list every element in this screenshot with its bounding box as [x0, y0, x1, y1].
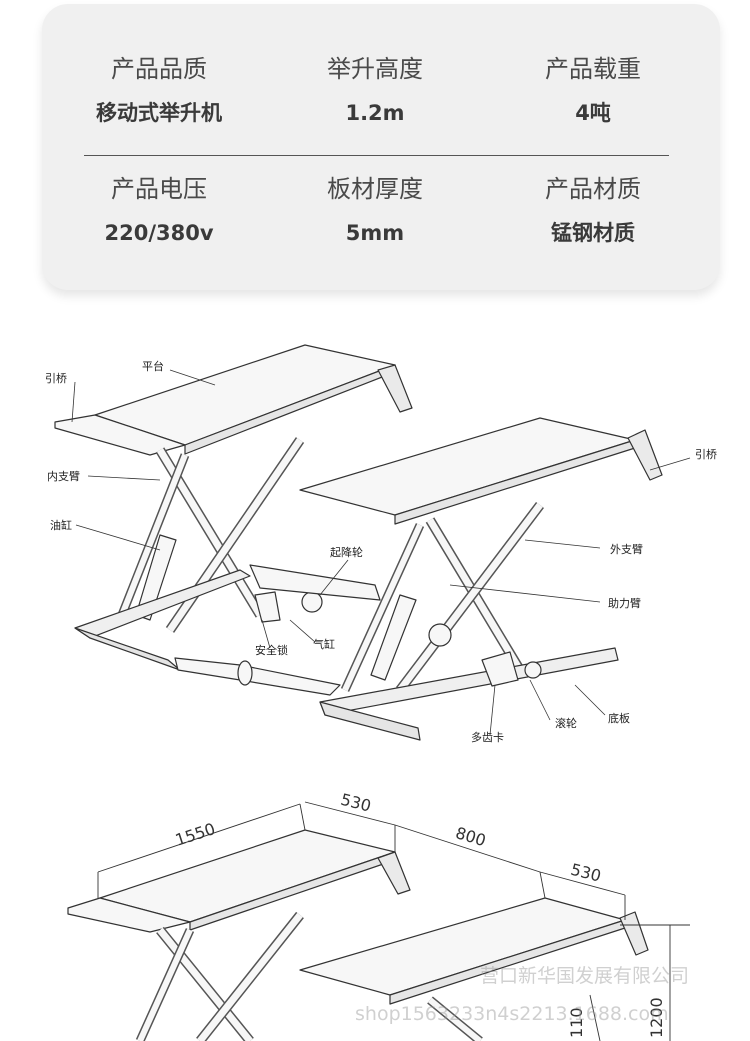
label-outer-arm: 外支臂: [610, 543, 643, 556]
dimension-diagram: 1550 530 800 530 110 1200 营口新华国发展有限公司 sh…: [67, 790, 690, 1041]
label-roller: 滚轮: [555, 716, 577, 730]
dim-gap: 800: [453, 823, 488, 850]
spec-label: 举升高度: [327, 55, 423, 83]
watermark-url: shop1563233n4s2213.1688.com: [355, 1003, 669, 1025]
label-air-cylinder: 气缸: [313, 637, 335, 651]
parts-diagram: 平台 引桥 内支臂 油缸 起降轮 引桥 外支臂 助力臂 安全锁 气缸 滚轮 底板…: [45, 344, 717, 744]
multi-tooth-part: [481, 651, 519, 687]
label-bridge-left: 引桥: [45, 371, 67, 385]
spec-divider: [84, 155, 669, 156]
dim-right-bridge: [619, 911, 649, 956]
right-wheel: [428, 623, 452, 647]
label-multi-tooth-card: 多齿卡: [471, 730, 504, 744]
roller-part: [524, 661, 542, 679]
label-oil-cylinder: 油缸: [50, 518, 72, 532]
spec-value: 1.2m: [345, 101, 405, 125]
spec-value: 220/380v: [104, 221, 214, 245]
connect-beam: [174, 657, 341, 696]
label-assist-arm: 助力臂: [608, 596, 641, 610]
spec-row: 产品品质 移动式举升机 举升高度 1.2m 产品载重 4吨: [42, 54, 720, 154]
label-platform: 平台: [142, 359, 164, 373]
dim-left-bridge: [67, 897, 191, 933]
spec-label: 产品材质: [545, 175, 641, 203]
spec-label: 产品电压: [111, 175, 207, 203]
left-oil-cylinder: [135, 534, 177, 621]
spec-voltage: 产品电压 220/380v: [59, 174, 259, 247]
spec-load: 产品载重 4吨: [493, 54, 693, 127]
spec-label: 产品载重: [545, 55, 641, 83]
dim-length: 1550: [173, 819, 218, 850]
spec-label: 板材厚度: [327, 175, 423, 203]
spec-card: 产品品质 移动式举升机 举升高度 1.2m 产品载重 4吨 产品电压 220/3…: [42, 4, 720, 290]
spec-value: 锰钢材质: [551, 221, 635, 245]
beam-joint: [237, 660, 253, 686]
right-base: [319, 647, 619, 716]
spec-thickness: 板材厚度 5mm: [275, 174, 475, 247]
spec-quality: 产品品质 移动式举升机: [59, 54, 259, 127]
label-safety-lock: 安全锁: [255, 643, 288, 657]
label-bridge-right: 引桥: [695, 447, 717, 461]
lift-wheel-part: [301, 591, 323, 613]
label-base-plate: 底板: [608, 711, 630, 725]
spec-lift-height: 举升高度 1.2m: [275, 54, 475, 127]
spec-value: 5mm: [345, 221, 405, 245]
dim-high-height: 1200: [647, 997, 666, 1038]
safety-lock-part: [254, 591, 281, 623]
left-bridge: [54, 414, 186, 456]
spec-material: 产品材质 锰钢材质: [493, 174, 693, 247]
label-inner-arm: 内支臂: [47, 469, 80, 483]
right-oil-cylinder: [370, 594, 417, 681]
spec-label: 产品品质: [111, 55, 207, 83]
left-base-front: [74, 627, 181, 671]
spec-value: 4吨: [575, 101, 611, 125]
dim-right-scissor-in: [428, 997, 482, 1041]
label-lift-wheel: 起降轮: [330, 545, 363, 559]
spec-row: 产品电压 220/380v 板材厚度 5mm 产品材质 锰钢材质: [42, 174, 720, 274]
dim-width-right: 530: [569, 860, 603, 886]
watermark-company: 营口新华国发展有限公司: [480, 965, 689, 987]
dim-low-height: 110: [567, 1007, 586, 1038]
right-scissor-c-in: [342, 523, 423, 692]
dim-left-bridge-end: [377, 851, 411, 895]
right-bridge: [627, 429, 663, 481]
spec-value: 移动式举升机: [96, 101, 222, 125]
right-base-front: [319, 701, 421, 741]
left-scissor-b-in: [167, 438, 303, 632]
right-scissor-b-in: [397, 502, 543, 693]
left-scissor-c-in: [117, 453, 188, 622]
dim-scissor-a-in: [157, 927, 253, 1041]
dim-scissor-c-in: [137, 928, 193, 1041]
dim-scissor-b-in: [197, 912, 303, 1041]
left-bridge-end: [377, 364, 413, 413]
